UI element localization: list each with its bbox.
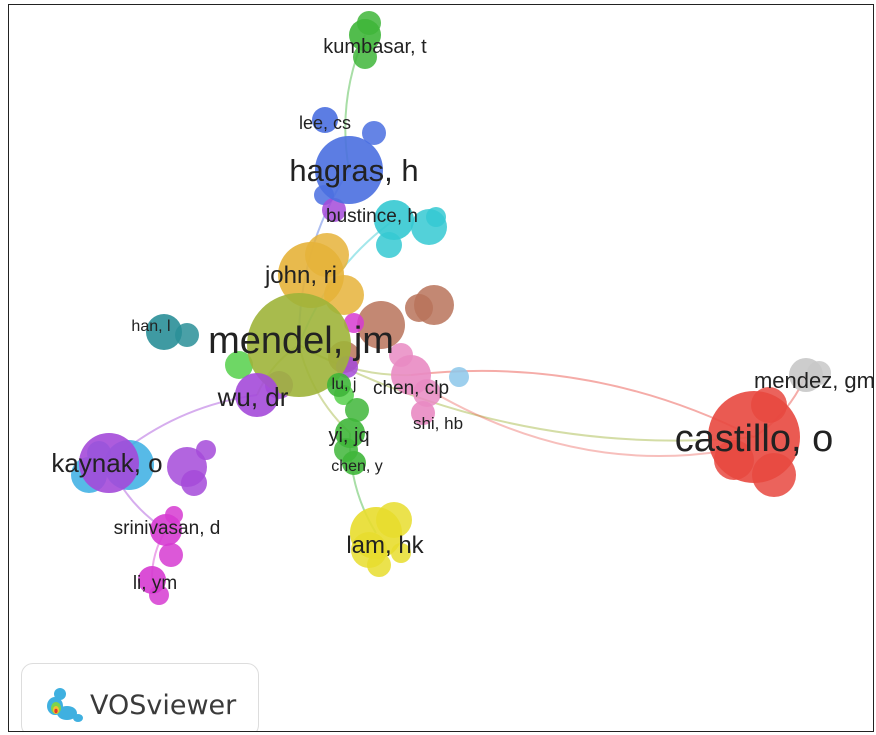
cluster-bubble [181, 470, 207, 496]
node-cheny[interactable] [342, 451, 366, 475]
vosviewer-logo-icon [47, 688, 83, 722]
node-hagras[interactable] [315, 136, 383, 204]
node-label-john[interactable]: john, ri [264, 262, 337, 289]
node-wu[interactable] [235, 373, 279, 417]
node-label-mendez[interactable]: mendez, gm [754, 368, 874, 393]
node-label-cheny[interactable]: chen, y [331, 458, 383, 475]
node-label-hagras[interactable]: hagras, h [289, 153, 418, 188]
node-label-shi[interactable]: shi, hb [413, 414, 463, 433]
cluster-bubble [367, 553, 391, 577]
node-label-kumbasar[interactable]: kumbasar, t [323, 36, 427, 58]
brand-name: VOSviewer [90, 690, 237, 721]
node-label-yi[interactable]: yi, jq [328, 425, 369, 447]
labels-layer: kumbasar, t lee, cs hagras, h bustince, h jo… [51, 36, 874, 594]
cluster-bubble [405, 294, 433, 322]
node-kaynak[interactable] [79, 433, 139, 493]
cluster-bubble [353, 45, 377, 69]
node-label-li[interactable]: li, ym [133, 573, 177, 594]
node-kumbasar[interactable] [349, 19, 381, 51]
node-li[interactable] [138, 566, 166, 594]
node-yi[interactable] [335, 418, 365, 448]
node-john[interactable] [278, 242, 344, 308]
node-lu[interactable] [327, 373, 351, 397]
cluster-bubble [357, 301, 405, 349]
node-shi[interactable] [411, 401, 435, 425]
link-chenclp-castillo-arc [420, 384, 725, 458]
cluster-bubble [449, 367, 469, 387]
node-label-chenclp[interactable]: chen, clp [373, 378, 449, 399]
node-mendez[interactable] [789, 358, 823, 392]
node-label-mendel[interactable]: mendel, jm [208, 320, 394, 362]
cluster-bubble [344, 313, 364, 333]
node-label-lam[interactable]: lam, hk [346, 532, 424, 559]
node-label-castillo[interactable]: castillo, o [675, 418, 833, 460]
node-label-bustince[interactable]: bustince, h [326, 206, 418, 227]
cluster-bubble [159, 543, 183, 567]
cluster-bubble [322, 198, 346, 222]
network-map-frame: kumbasar, t lee, cs hagras, h bustince, h jo… [8, 4, 874, 732]
vosviewer-badge[interactable]: VOSviewer [21, 663, 259, 731]
node-lee[interactable] [312, 107, 338, 133]
node-label-lee[interactable]: lee, cs [299, 113, 351, 133]
cluster-bubble [225, 351, 253, 379]
node-lam[interactable] [350, 507, 402, 559]
nodes-layer [71, 11, 831, 605]
node-label-han[interactable]: han, l [131, 318, 170, 335]
node-bustince[interactable] [374, 200, 414, 240]
cluster-bubble [196, 440, 216, 460]
node-label-srinivasan[interactable]: srinivasan, d [114, 518, 221, 539]
links-layer [108, 34, 807, 581]
node-mendel[interactable] [247, 293, 351, 397]
node-srinivasan[interactable] [150, 514, 182, 546]
cluster-bubble [426, 207, 446, 227]
link-mendel-castillo [298, 344, 755, 442]
node-label-kaynak[interactable]: kaynak, o [51, 448, 162, 478]
node-label-lu[interactable]: lu, j [332, 376, 357, 393]
cluster-bubble [362, 121, 386, 145]
cluster-bubble [345, 398, 369, 422]
node-han[interactable] [146, 314, 182, 350]
node-label-wu[interactable]: wu, dr [217, 382, 289, 412]
node-castillo[interactable] [708, 391, 800, 483]
node-chenclp[interactable] [391, 355, 431, 395]
network-map[interactable]: kumbasar, t lee, cs hagras, h bustince, h jo… [9, 5, 874, 732]
